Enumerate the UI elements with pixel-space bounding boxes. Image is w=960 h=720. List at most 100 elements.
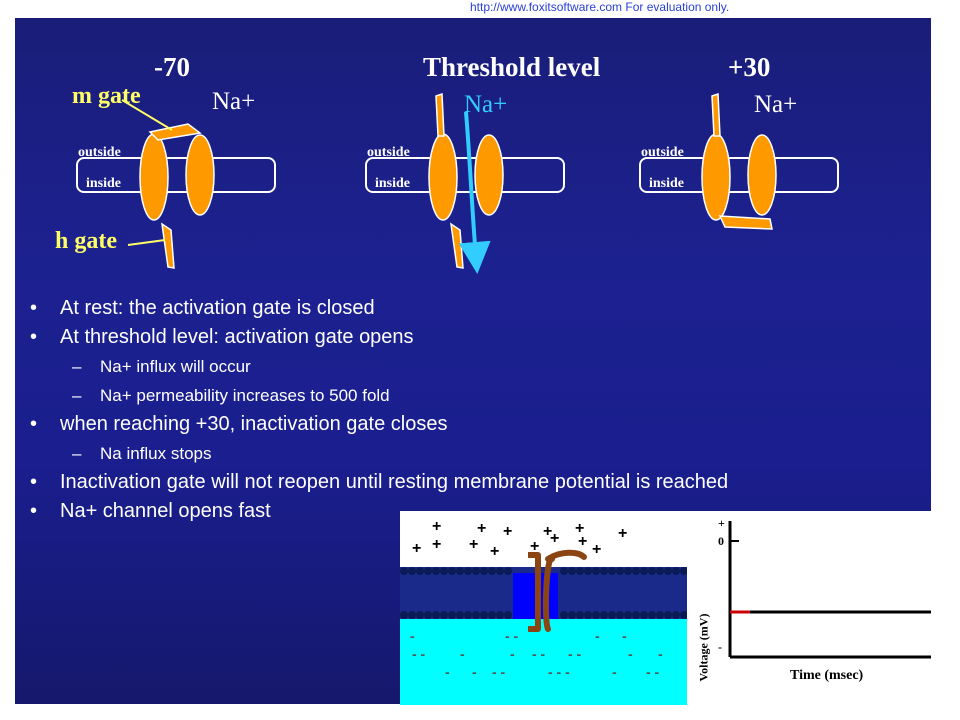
lipid-head [472,567,480,575]
m-gate-label: m gate [72,83,141,109]
lipid-head [592,567,600,575]
lipid-head [640,567,648,575]
lipid-head [456,567,464,575]
lipid-head [592,611,600,619]
header-threshold-level: Threshold level [423,52,601,82]
y-tick-zero-label: 0 [718,534,724,548]
outside-label: outside [78,145,121,160]
svg-text:- -: - - [492,664,506,680]
lipid-head [400,611,408,619]
voltage-graph [728,521,931,659]
svg-text:-: - [445,664,450,680]
svg-text:- -: - - [646,664,660,680]
lipid-head [672,611,680,619]
lipid-head [648,611,656,619]
lipid-head [424,611,432,619]
lipid-head [632,567,640,575]
evaluation-watermark: http://www.foxitsoftware.com For evaluat… [470,0,730,14]
svg-text:+: + [550,530,559,547]
membrane-illustration: +++ +++ +++ +++ ++ -- --- - --- - -- ---… [400,511,687,705]
lipid-head [440,567,448,575]
svg-text:+: + [490,543,499,560]
inside-label: inside [375,176,410,191]
lipid-head [472,611,480,619]
y-axis-label: Voltage (mV) [696,613,711,682]
h-gate-pointer [127,239,166,246]
inactivation-gate-closed [718,215,773,230]
lipid-head [416,567,424,575]
svg-text:- -: - - [532,646,546,662]
lipid-head [608,611,616,619]
svg-text:+: + [575,520,584,537]
svg-text:-: - [595,628,600,644]
svg-text:+: + [412,540,421,557]
lipid-head [568,567,576,575]
lipid-head [680,567,687,575]
outside-label: outside [641,145,684,160]
channel-subunit-right [474,134,504,216]
svg-text:+: + [543,523,552,540]
h-gate-label: h gate [55,228,117,254]
svg-text:- - -: - - - [548,664,570,680]
lipid-head [624,611,632,619]
lipid-head [664,567,672,575]
activation-gate-open [711,92,721,137]
svg-text:-: - [658,646,663,662]
lipid-head [664,611,672,619]
lipid-head [680,611,687,619]
bullet-item: At threshold level: activation gate open… [30,323,728,352]
lipid-head [408,567,416,575]
channel-subunit-left [701,133,731,221]
bullet-item: At rest: the activation gate is closed [30,294,728,323]
svg-text:-: - [628,646,633,662]
inactivation-gate-open [161,222,175,269]
lipid-head [648,567,656,575]
lipid-head [488,567,496,575]
sodium-influx-arrow [458,111,491,274]
svg-text:+: + [432,536,441,553]
svg-text:+: + [432,518,441,535]
lipid-head [424,567,432,575]
voltage-graph-panel [687,511,931,705]
y-tick-minus-label: - [718,640,722,654]
svg-text:+: + [477,520,486,537]
na-ion-label-peak: Na+ [754,91,798,118]
lipid-head [640,611,648,619]
inactivation-gate-open [450,222,464,269]
outside-label: outside [367,145,410,160]
sub-bullet-item: Na+ influx will occur [30,352,728,381]
bullet-item: Inactivation gate will not reopen until … [30,468,728,497]
lipid-head [656,611,664,619]
svg-text:+: + [503,523,512,540]
lipid-head [488,611,496,619]
lipid-head [656,567,664,575]
lipid-head [464,611,472,619]
svg-text:+: + [578,533,587,550]
lipid-head [560,567,568,575]
lipid-head [568,611,576,619]
m-gate-pointer [121,99,173,131]
channel-inactivated: outside inside [639,92,839,230]
channel-wall-right [542,549,587,632]
lipid-head [576,611,584,619]
sodium-channel-diagram: outside inside outside inside outside in… [76,92,839,274]
lipid-head [504,611,512,619]
membrane-outline [639,157,839,193]
membrane-outline [365,157,565,193]
channel-wall-left [528,552,541,632]
svg-text:+: + [469,536,478,553]
channel-subunit-left [428,133,458,221]
svg-text:+: + [618,525,627,542]
lipid-head [632,611,640,619]
lipid-head [576,567,584,575]
lipid-head [480,611,488,619]
na-ion-label-rest: Na+ [212,88,256,115]
channel-subunit-right [747,134,777,216]
svg-text:+: + [592,541,601,558]
lipid-head [496,567,504,575]
svg-text:- -: - - [505,628,519,644]
activation-gate-open [435,92,445,137]
membrane-outline [76,157,276,193]
lipid-head [608,567,616,575]
svg-text:-: - [622,628,627,644]
